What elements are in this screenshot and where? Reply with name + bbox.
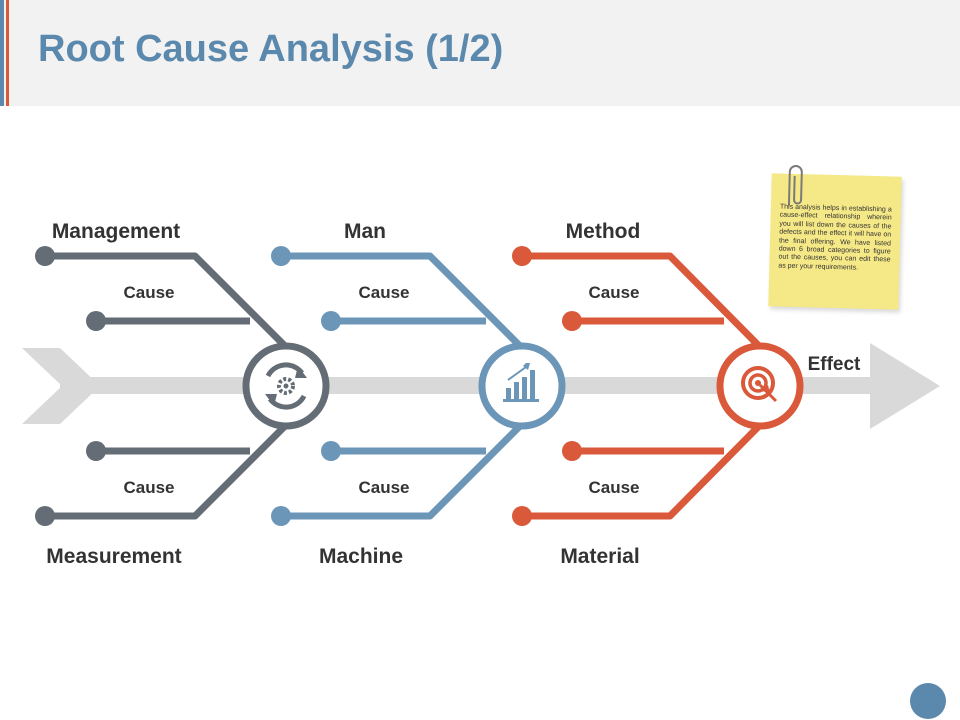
hub-orange bbox=[716, 342, 804, 430]
category-label-measurement: Measurement bbox=[46, 545, 181, 568]
header-band bbox=[0, 0, 960, 106]
hub-blue bbox=[478, 342, 566, 430]
paperclip-icon bbox=[787, 164, 803, 206]
bone-end-dot bbox=[271, 246, 291, 266]
cause-label-management: Cause bbox=[123, 283, 174, 302]
cause-label-measurement: Cause bbox=[123, 478, 174, 497]
bone-management bbox=[45, 252, 289, 350]
bone-end-dot bbox=[321, 441, 341, 461]
category-label-man: Man bbox=[344, 220, 386, 243]
effect-label: Effect bbox=[808, 354, 861, 375]
cause-label-machine: Cause bbox=[358, 478, 409, 497]
bone-group-method bbox=[522, 252, 763, 520]
accent-bar-blue bbox=[0, 0, 4, 106]
page-title: Root Cause Analysis (1/2) bbox=[38, 28, 504, 70]
bone-machine bbox=[281, 422, 524, 520]
bone-group-management bbox=[45, 252, 289, 520]
bone-end-dot bbox=[86, 311, 106, 331]
bone-material bbox=[522, 422, 763, 520]
bone-end-dot bbox=[512, 246, 532, 266]
sticky-note: This analysis helps in establishing a ca… bbox=[768, 164, 902, 310]
spine-arrowhead bbox=[870, 343, 940, 429]
refresh-gear-icon bbox=[265, 362, 307, 410]
bone-measurement bbox=[45, 422, 289, 520]
category-label-management: Management bbox=[52, 220, 180, 243]
category-label-material: Material bbox=[560, 545, 639, 568]
cause-label-method: Cause bbox=[588, 283, 639, 302]
page-indicator-dot bbox=[910, 683, 946, 719]
target-icon bbox=[741, 366, 778, 403]
bone-end-dot bbox=[562, 441, 582, 461]
bone-end-dot bbox=[35, 246, 55, 266]
bone-end-dot bbox=[512, 506, 532, 526]
bone-end-dot bbox=[86, 441, 106, 461]
hub-dark bbox=[242, 342, 330, 430]
bone-end-dot bbox=[321, 311, 341, 331]
category-label-method: Method bbox=[566, 220, 641, 243]
sticky-note-text: This analysis helps in establishing a ca… bbox=[778, 203, 892, 272]
bone-man bbox=[281, 252, 524, 350]
bone-end-dot bbox=[271, 506, 291, 526]
cause-label-material: Cause bbox=[588, 478, 639, 497]
accent-bar-orange bbox=[6, 0, 9, 106]
cause-label-man: Cause bbox=[358, 283, 409, 302]
growth-chart-icon bbox=[503, 363, 539, 402]
bone-end-dot bbox=[562, 311, 582, 331]
bone-group-man bbox=[281, 252, 524, 520]
bone-method bbox=[522, 252, 763, 350]
bone-end-dot bbox=[35, 506, 55, 526]
category-label-machine: Machine bbox=[319, 545, 403, 568]
